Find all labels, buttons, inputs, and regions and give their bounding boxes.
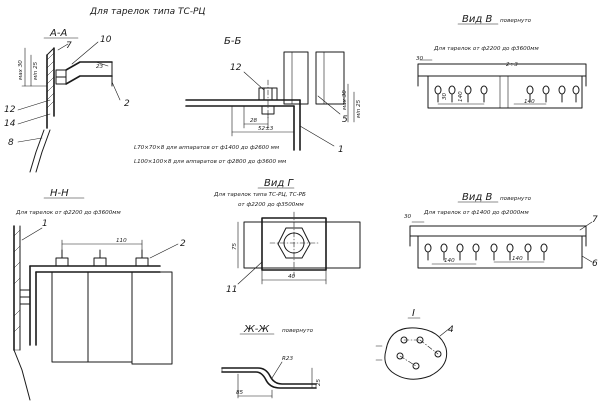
aa-item-10: 10: [100, 35, 112, 45]
vid-b-top-strip: [417, 63, 587, 77]
vid-b-bottom-scope: Для тарелок от ф1400 до ф2000мм: [423, 210, 529, 216]
nn-dim-110-label: 110: [116, 238, 127, 244]
detail-i-hole-3: [434, 350, 442, 358]
vid-g-plate: [243, 221, 361, 269]
zhzh-profile-bottom: [221, 371, 317, 389]
nn-segment-2: [87, 271, 133, 363]
aa-lower-strip-2: [35, 129, 51, 173]
aa-clamp-top: [65, 61, 113, 71]
vid-g-item-11: 11: [226, 285, 237, 295]
zhzh-subtitle: повернуто: [282, 328, 314, 334]
nn-item-1: 1: [42, 219, 48, 229]
detail-i-hole-5: [412, 362, 420, 370]
nn-segment-3: [131, 271, 173, 365]
zhzh-title: Ж-Ж: [243, 324, 270, 335]
bb-dim-28-label: 28: [250, 118, 258, 124]
vid-b-top-dim-140b: 140: [524, 99, 535, 105]
view-vid-b-bottom: Вид В повернуто Для тарелок от ф1400 до …: [404, 192, 598, 269]
vid-b-top-dim-gap: 2÷3: [506, 62, 518, 68]
vid-b-top-body: [427, 75, 583, 109]
zhzh-dim-25: 25: [316, 378, 322, 386]
vid-g-scope-1: Для тарелок типа ТС-РЦ, ТС-РБ: [213, 192, 306, 198]
zhzh-dim-85: 85: [236, 390, 244, 396]
aa-item-14: 14: [4, 119, 16, 129]
bb-item-12: 12: [230, 63, 242, 73]
bb-item-5: 5: [342, 115, 348, 125]
nn-segment-1: [51, 271, 89, 363]
detail-i-item-4: 4: [448, 325, 454, 335]
detail-i-title: I: [412, 308, 415, 319]
vid-g-title: Вид Г: [264, 178, 294, 189]
vid-b-bottom-bolts: [424, 243, 548, 261]
vid-b-bottom-subtitle: повернуто: [500, 196, 532, 202]
detail-i-outline: [384, 327, 448, 380]
zhzh-dim-r23: R23: [282, 356, 293, 362]
bb-note-2: L100×100×8 для аппаратов от ф2800 до ф36…: [134, 159, 287, 165]
aa-dim-max-label: мах 30: [18, 60, 24, 80]
aa-item-2: 2: [124, 99, 130, 109]
plate-type-header: Для тарелок типа ТС-РЦ: [89, 7, 205, 17]
aa-item-23: 23: [96, 64, 104, 70]
vid-b-bottom-dim-140a: 140: [444, 258, 455, 264]
view-aa: А-А мах 30 мin 25: [4, 28, 130, 173]
zhzh-profile-top: [221, 367, 317, 385]
vid-g-hex-nut: [277, 227, 311, 259]
detail-i: I 4: [375, 308, 454, 380]
aa-item-8: 8: [8, 138, 14, 148]
vid-b-bottom-title: Вид В: [462, 192, 492, 203]
vid-b-top-subtitle: повернуто: [500, 18, 532, 24]
vid-g-dim-40-label: 40: [288, 274, 296, 280]
view-bb: Б-Б 28 52±3 мах 30 мin 25 12 5: [134, 36, 362, 165]
vid-b-bottom-item-7: 7: [592, 215, 598, 225]
vid-b-top-scope: Для тарелок от ф2200 до ф3600мм: [433, 46, 539, 52]
view-aa-title: А-А: [49, 28, 67, 39]
bb-dim-52-label: 52±3: [258, 126, 274, 132]
aa-plate-top: [46, 47, 55, 56]
view-nn-title: Н-Н: [50, 188, 69, 199]
bb-dim-min-label: мin 25: [356, 99, 362, 118]
aa-item-7: 7: [66, 41, 72, 51]
bb-note-1: L70×70×8 для аппаратов от ф1400 до ф2600…: [134, 145, 280, 151]
view-vid-g: Вид Г Для тарелок типа ТС-РЦ, ТС-РБ от ф…: [213, 178, 361, 295]
aa-clamp-bottom: [65, 75, 113, 85]
nn-shell-lower: [13, 349, 31, 401]
bb-item-1: 1: [338, 145, 344, 155]
aa-dim-min-label: мin 25: [33, 61, 39, 80]
view-nn-scope: Для тарелок от ф2200 до ф3600мм: [15, 210, 121, 216]
view-nn: Н-Н Для тарелок от ф2200 до ф3600мм: [13, 188, 186, 401]
vid-b-top-dim-140a: 140: [458, 91, 464, 102]
vid-b-top-title: Вид В: [462, 14, 492, 25]
vid-b-bottom-strip: [409, 225, 587, 237]
vid-b-top-dim-30: 30: [416, 56, 424, 62]
nn-item-2: 2: [180, 239, 186, 249]
vid-b-bottom-body: [417, 235, 583, 269]
aa-lower-strip-1: [29, 129, 45, 173]
view-bb-title: Б-Б: [224, 36, 241, 47]
bb-plate-right: [315, 51, 345, 105]
vid-b-top-dim-30b: 30: [442, 92, 448, 100]
view-vid-b-top: Вид В повернуто Для тарелок от ф2200 до …: [416, 14, 587, 109]
detail-i-hole-4: [396, 352, 404, 360]
vid-b-top-bolts: [434, 85, 580, 103]
bb-plate-left: [283, 51, 309, 105]
vid-b-bottom-item-6: 6: [592, 259, 598, 269]
vid-b-bottom-dim-140b: 140: [512, 256, 523, 262]
aa-item-12: 12: [4, 105, 16, 115]
vid-g-dim-75-label: 75: [232, 242, 238, 250]
bb-dim-max-label: мах 30: [342, 90, 348, 110]
nn-top-bolts: [55, 249, 149, 267]
vid-b-bottom-dim-30: 30: [404, 214, 412, 220]
vid-g-scope-2: от ф2200 до ф3500мм: [238, 202, 305, 208]
view-zhzh: Ж-Ж повернуто R23 85 25: [221, 324, 322, 399]
